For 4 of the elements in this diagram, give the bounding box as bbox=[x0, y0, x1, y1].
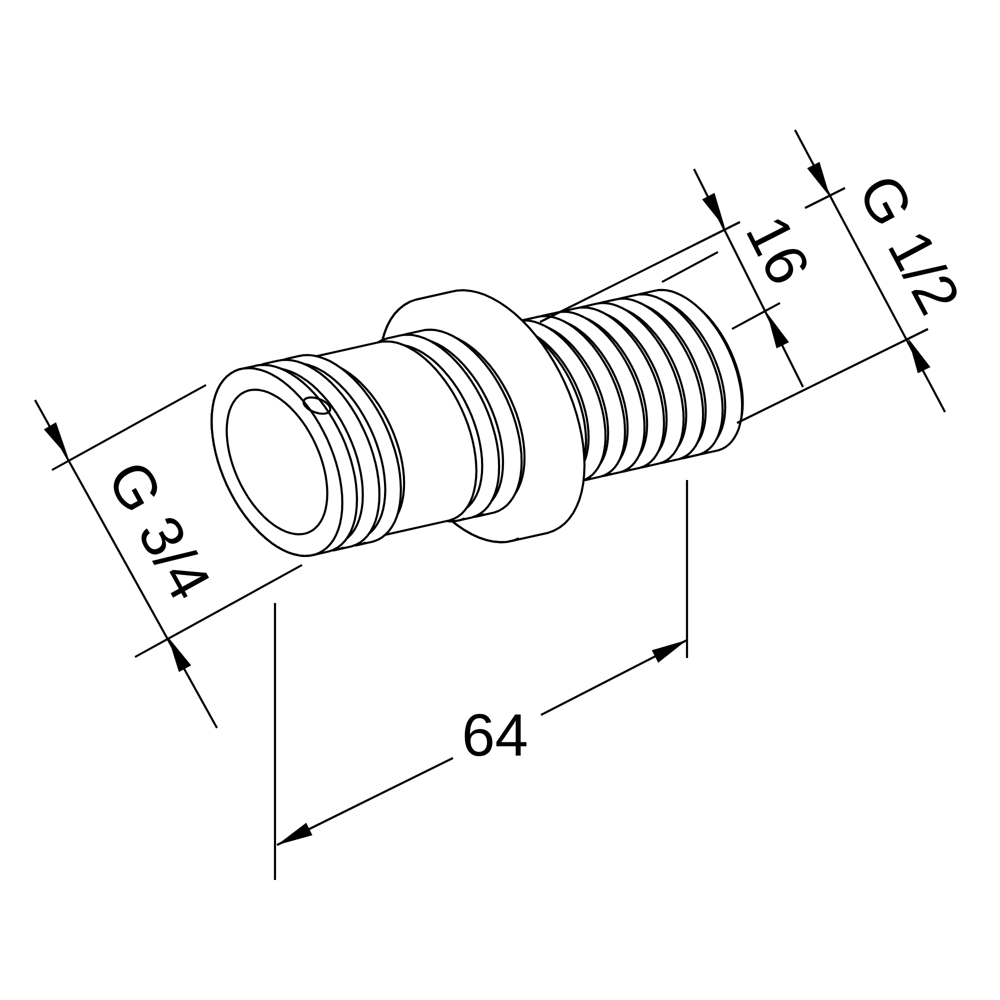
dimension-label: G 1/2 bbox=[864, 179, 957, 316]
dimension-label: G 3/4 bbox=[114, 466, 209, 598]
dimension-label: 64 bbox=[464, 714, 526, 756]
dimension-label: 16 bbox=[746, 219, 807, 282]
